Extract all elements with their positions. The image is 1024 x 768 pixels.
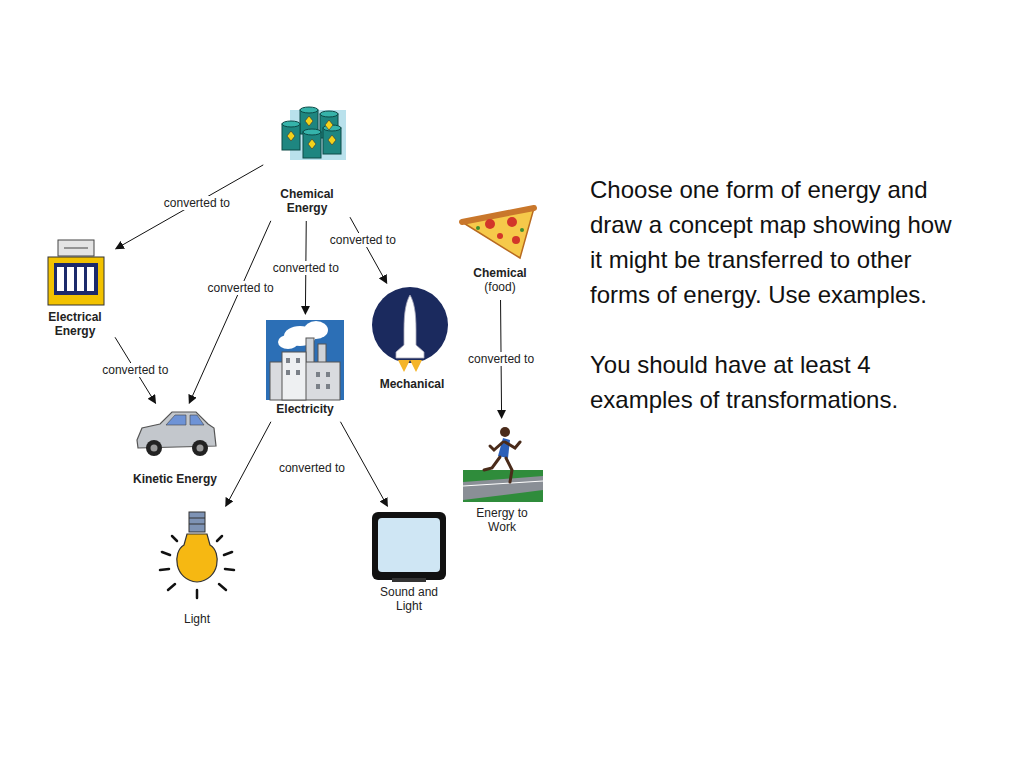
edge-label: converted to [466,352,536,366]
edge-label: converted to [328,233,398,247]
node-label: Energy to Work [463,506,541,534]
node-label: Kinetic Energy [133,472,217,486]
arrow-connector [501,300,502,418]
television-icon [372,512,446,582]
runner-icon [463,427,543,502]
instruction-text: You should have at least 4 examples of t… [590,347,970,417]
car-icon [137,412,216,456]
energy-node: Chemical(food) [455,206,545,298]
edge-label: converted to [206,281,276,295]
energy-node: Mechanical [367,285,457,395]
energy-node: Chemical Energy [265,103,349,219]
node-label: Sound and Light [366,585,452,613]
instruction-text: Choose one form of energy and draw a con… [590,172,970,312]
light-bulb-icon [160,512,234,598]
arrow-connector [115,337,156,403]
node-label: Electrical Energy [36,310,114,338]
edge-label: converted to [100,363,170,377]
arrow-connector [226,422,271,506]
arrow-connector [189,221,271,403]
arrow-connector [350,217,387,283]
edge-label: converted to [271,261,341,275]
node-label: Light [184,612,210,626]
edge-label: converted to [162,196,232,210]
edge-label: converted to [277,461,347,475]
pizza-icon [462,208,534,258]
node-label: Mechanical [380,377,445,391]
arrow-connector [116,165,264,249]
node-label: Chemical [473,266,526,280]
node-label: Electricity [276,402,333,416]
power-plant-icon [266,320,344,400]
barrels-icon [282,107,346,160]
node-label: (food) [484,280,515,294]
battery-bank-icon [48,240,104,305]
energy-node: Sound and Light [366,508,452,617]
energy-node: Kinetic Energy [132,405,218,504]
energy-node: Electricity [260,316,350,420]
arrow-connector [305,221,307,314]
node-label: Chemical Energy [265,187,349,215]
arrow-connector [340,422,387,507]
instructions: Choose one form of energy and draw a con… [590,172,970,452]
energy-node: Energy to Work [463,420,541,538]
energy-node: Light [157,508,237,630]
space-shuttle-icon [372,287,448,372]
energy-node: Electrical Energy [36,236,114,342]
